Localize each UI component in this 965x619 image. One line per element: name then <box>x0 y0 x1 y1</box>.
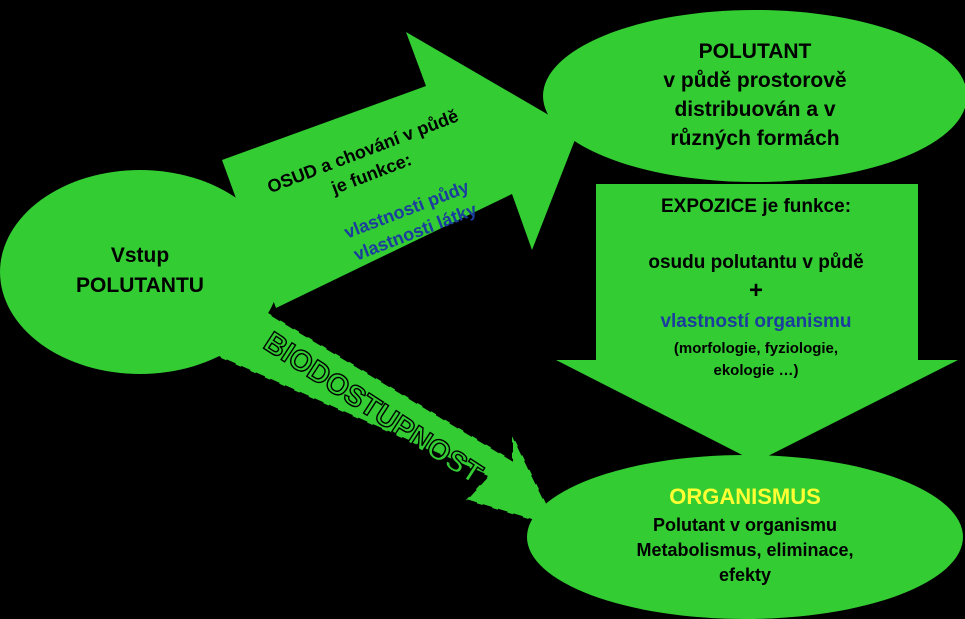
expozice-arrow: EXPOZICE je funkce: osudu polutantu v pů… <box>556 184 958 462</box>
organismus-line3: Metabolismus, eliminace, <box>636 540 853 560</box>
organismus-line4: efekty <box>719 565 771 585</box>
expozice-arrow-shape <box>556 184 958 462</box>
osud-arrow: OSUD a chování v půdě je funkce: vlastno… <box>222 32 578 308</box>
organismus-ellipse <box>527 455 963 619</box>
expozice-line2: osudu polutantu v půdě <box>648 252 863 273</box>
vstup-polutantu-node: Vstup POLUTANTU <box>0 170 280 374</box>
expozice-line3: + <box>749 277 763 304</box>
polutant-line1: POLUTANT <box>699 40 812 63</box>
expozice-line1: EXPOZICE je funkce: <box>661 196 851 217</box>
polutant-node: POLUTANT v půdě prostorově distribuován … <box>543 10 965 182</box>
polutant-ellipse <box>543 10 965 182</box>
polutant-line3: distribuován a v <box>674 98 835 121</box>
biodostupnost-arrow-shape <box>210 294 560 530</box>
polutant-line4: různých formách <box>670 127 839 150</box>
vstup-ellipse <box>0 170 280 374</box>
organismus-line1: ORGANISMUS <box>669 484 821 509</box>
organismus-node: ORGANISMUS Polutant v organismu Metaboli… <box>527 455 963 619</box>
polutant-line2: v půdě prostorově <box>663 69 846 92</box>
vstup-line1: Vstup <box>111 244 169 267</box>
expozice-line6: ekologie …) <box>713 362 798 379</box>
expozice-line5: (morfologie, fyziologie, <box>674 340 838 357</box>
osud-arrow-shape <box>222 32 578 308</box>
expozice-line4: vlastností organismu <box>660 311 851 332</box>
vstup-line2: POLUTANTU <box>76 274 204 297</box>
organismus-line2: Polutant v organismu <box>653 515 837 535</box>
